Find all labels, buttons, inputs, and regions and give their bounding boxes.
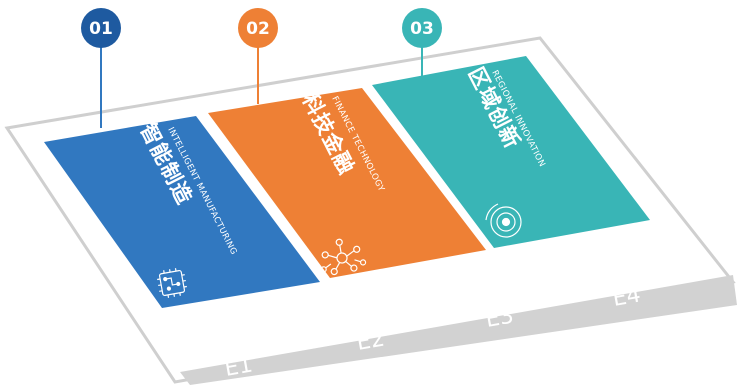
card-1-panel xyxy=(44,116,320,308)
card-3-pin xyxy=(402,8,442,48)
card-2-pin xyxy=(238,8,278,48)
card-3-number: 03 xyxy=(410,19,434,39)
card-1-pin xyxy=(81,8,121,48)
zone-label-e1: E1 xyxy=(223,352,255,381)
zone-label-e3: E3 xyxy=(484,303,516,332)
zone-labels: E1 E2 E3 E4 xyxy=(223,282,643,381)
card-1-number: 01 xyxy=(89,19,113,39)
zone-label-e2: E2 xyxy=(355,326,387,355)
chip-icon xyxy=(157,268,187,298)
network-icon xyxy=(320,238,367,276)
card-2-panel xyxy=(208,88,486,278)
zone-strip xyxy=(180,275,737,385)
card-3-panel xyxy=(372,56,650,248)
card-finance-technology: 02 科技金融 FINANCE TECHNOLOGY xyxy=(208,8,486,278)
card-2-number: 02 xyxy=(246,19,270,39)
zone-label-e4: E4 xyxy=(611,282,643,311)
card-regional-innovation: 03 区域创新 REGIONAL INNOVATION xyxy=(372,8,650,248)
target-icon xyxy=(485,203,522,238)
